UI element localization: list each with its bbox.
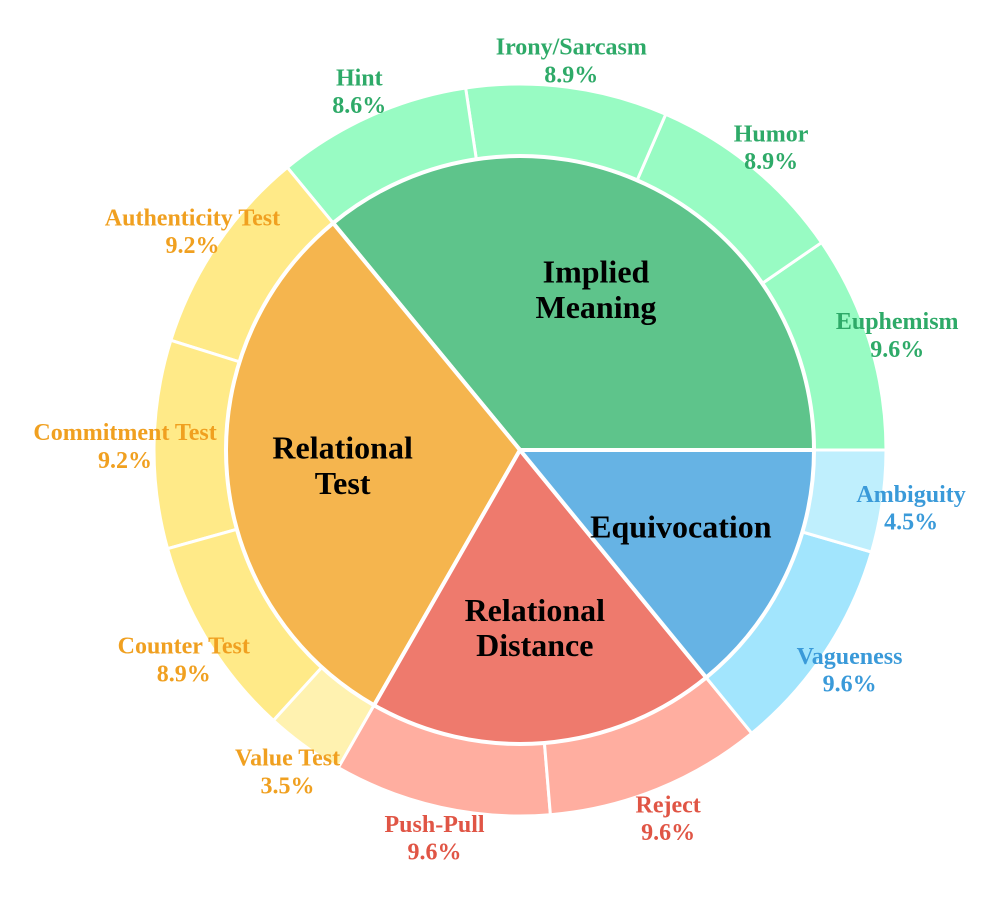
- inner-slice-relational-test: [224, 220, 523, 708]
- outer-label-percent: 8.6%: [332, 93, 386, 119]
- outer-label-percent: 8.9%: [544, 62, 598, 88]
- outer-label-name: Humor: [734, 121, 809, 147]
- outer-label-name: Counter Test: [118, 634, 250, 660]
- outer-label-name: Ambiguity: [856, 482, 965, 508]
- inner-slice-relational-distance: [371, 446, 709, 746]
- outer-label-name: Authenticity Test: [105, 206, 280, 232]
- inner-label-line: Relational: [272, 430, 413, 466]
- outer-label-name: Push-Pull: [385, 812, 485, 838]
- outer-label-name: Hint: [336, 66, 383, 92]
- outer-label-name: Irony/Sarcasm: [496, 35, 647, 61]
- outer-label-percent: 9.2%: [165, 233, 219, 259]
- inner-slice-implied-meaning: [330, 154, 817, 452]
- outer-label-percent: 3.5%: [261, 773, 315, 799]
- outer-label-percent: 9.6%: [870, 337, 924, 363]
- inner-pie: [224, 154, 817, 746]
- inner-slice-equivocation: [515, 448, 817, 681]
- outer-label-percent: 9.6%: [823, 672, 877, 698]
- outer-label-percent: 4.5%: [884, 510, 938, 536]
- outer-label-name: Reject: [636, 793, 701, 819]
- outer-label-name: Commitment Test: [33, 420, 216, 446]
- inner-label-equivocation: Equivocation: [590, 508, 772, 544]
- inner-label-line: Meaning: [536, 289, 657, 325]
- inner-label-line: Test: [315, 465, 371, 501]
- outer-label-name: Vagueness: [797, 644, 903, 670]
- outer-label-percent: 8.9%: [157, 661, 211, 687]
- inner-label-line: Distance: [476, 627, 593, 663]
- outer-ring: [152, 82, 888, 818]
- outer-label-percent: 9.2%: [98, 448, 152, 474]
- outer-label-percent: 9.6%: [408, 840, 462, 866]
- inner-label-line: Equivocation: [590, 508, 772, 544]
- outer-label-percent: 8.9%: [744, 149, 798, 175]
- outer-label-percent: 9.6%: [641, 820, 695, 846]
- outer-label-name: Value Test: [235, 746, 340, 772]
- outer-label-name: Euphemism: [836, 309, 959, 335]
- inner-label-line: Relational: [465, 592, 606, 628]
- inner-label-line: Implied: [543, 254, 650, 290]
